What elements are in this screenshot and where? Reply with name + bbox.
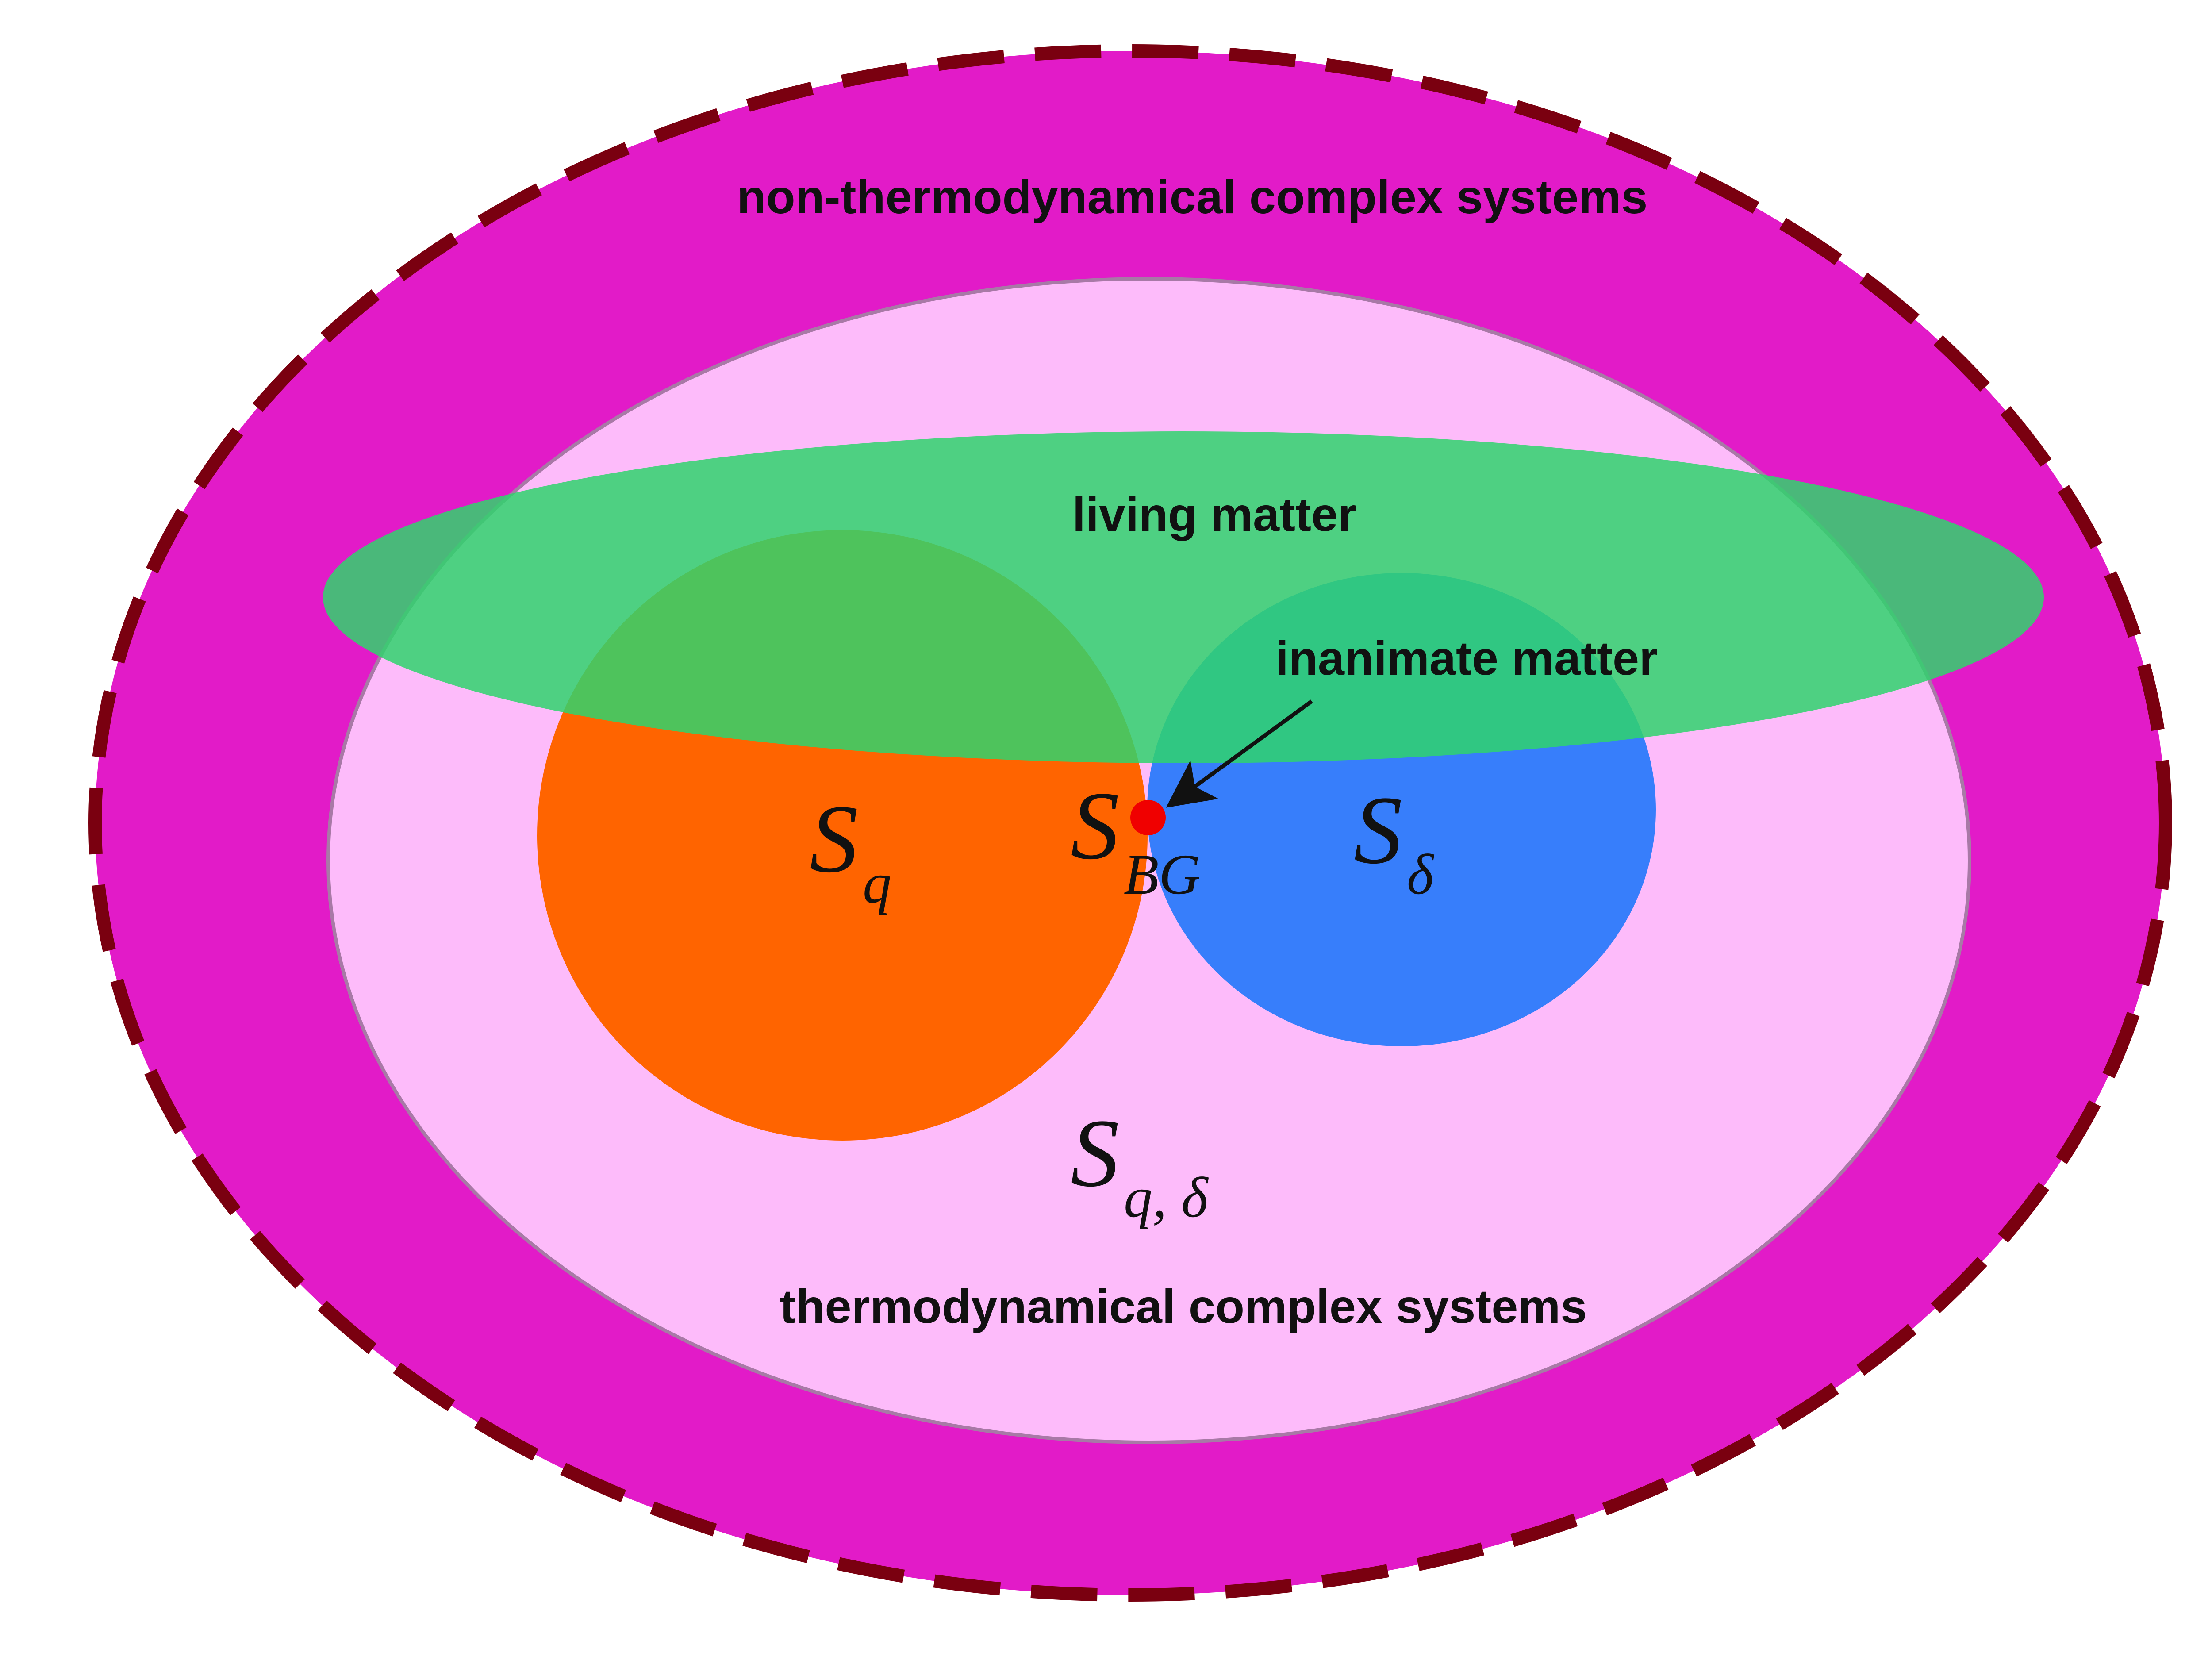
bg-point bbox=[1130, 800, 1166, 835]
living-matter-label: living matter bbox=[1072, 488, 1356, 541]
outer-region-label: non-thermodynamical complex systems bbox=[737, 170, 1648, 223]
inanimate-matter-label: inanimate matter bbox=[1275, 631, 1658, 685]
living-matter-ellipse bbox=[323, 431, 2044, 763]
inanimate-arrow bbox=[1166, 699, 1313, 808]
inner-region-label: thermodynamical complex systems bbox=[780, 1280, 1587, 1333]
sq-label: Sq bbox=[810, 785, 891, 915]
sqdelta-label: Sq, δ bbox=[1071, 1099, 1209, 1230]
sbg-label: SBG bbox=[1071, 772, 1200, 907]
sdelta-label: Sδ bbox=[1354, 776, 1435, 907]
